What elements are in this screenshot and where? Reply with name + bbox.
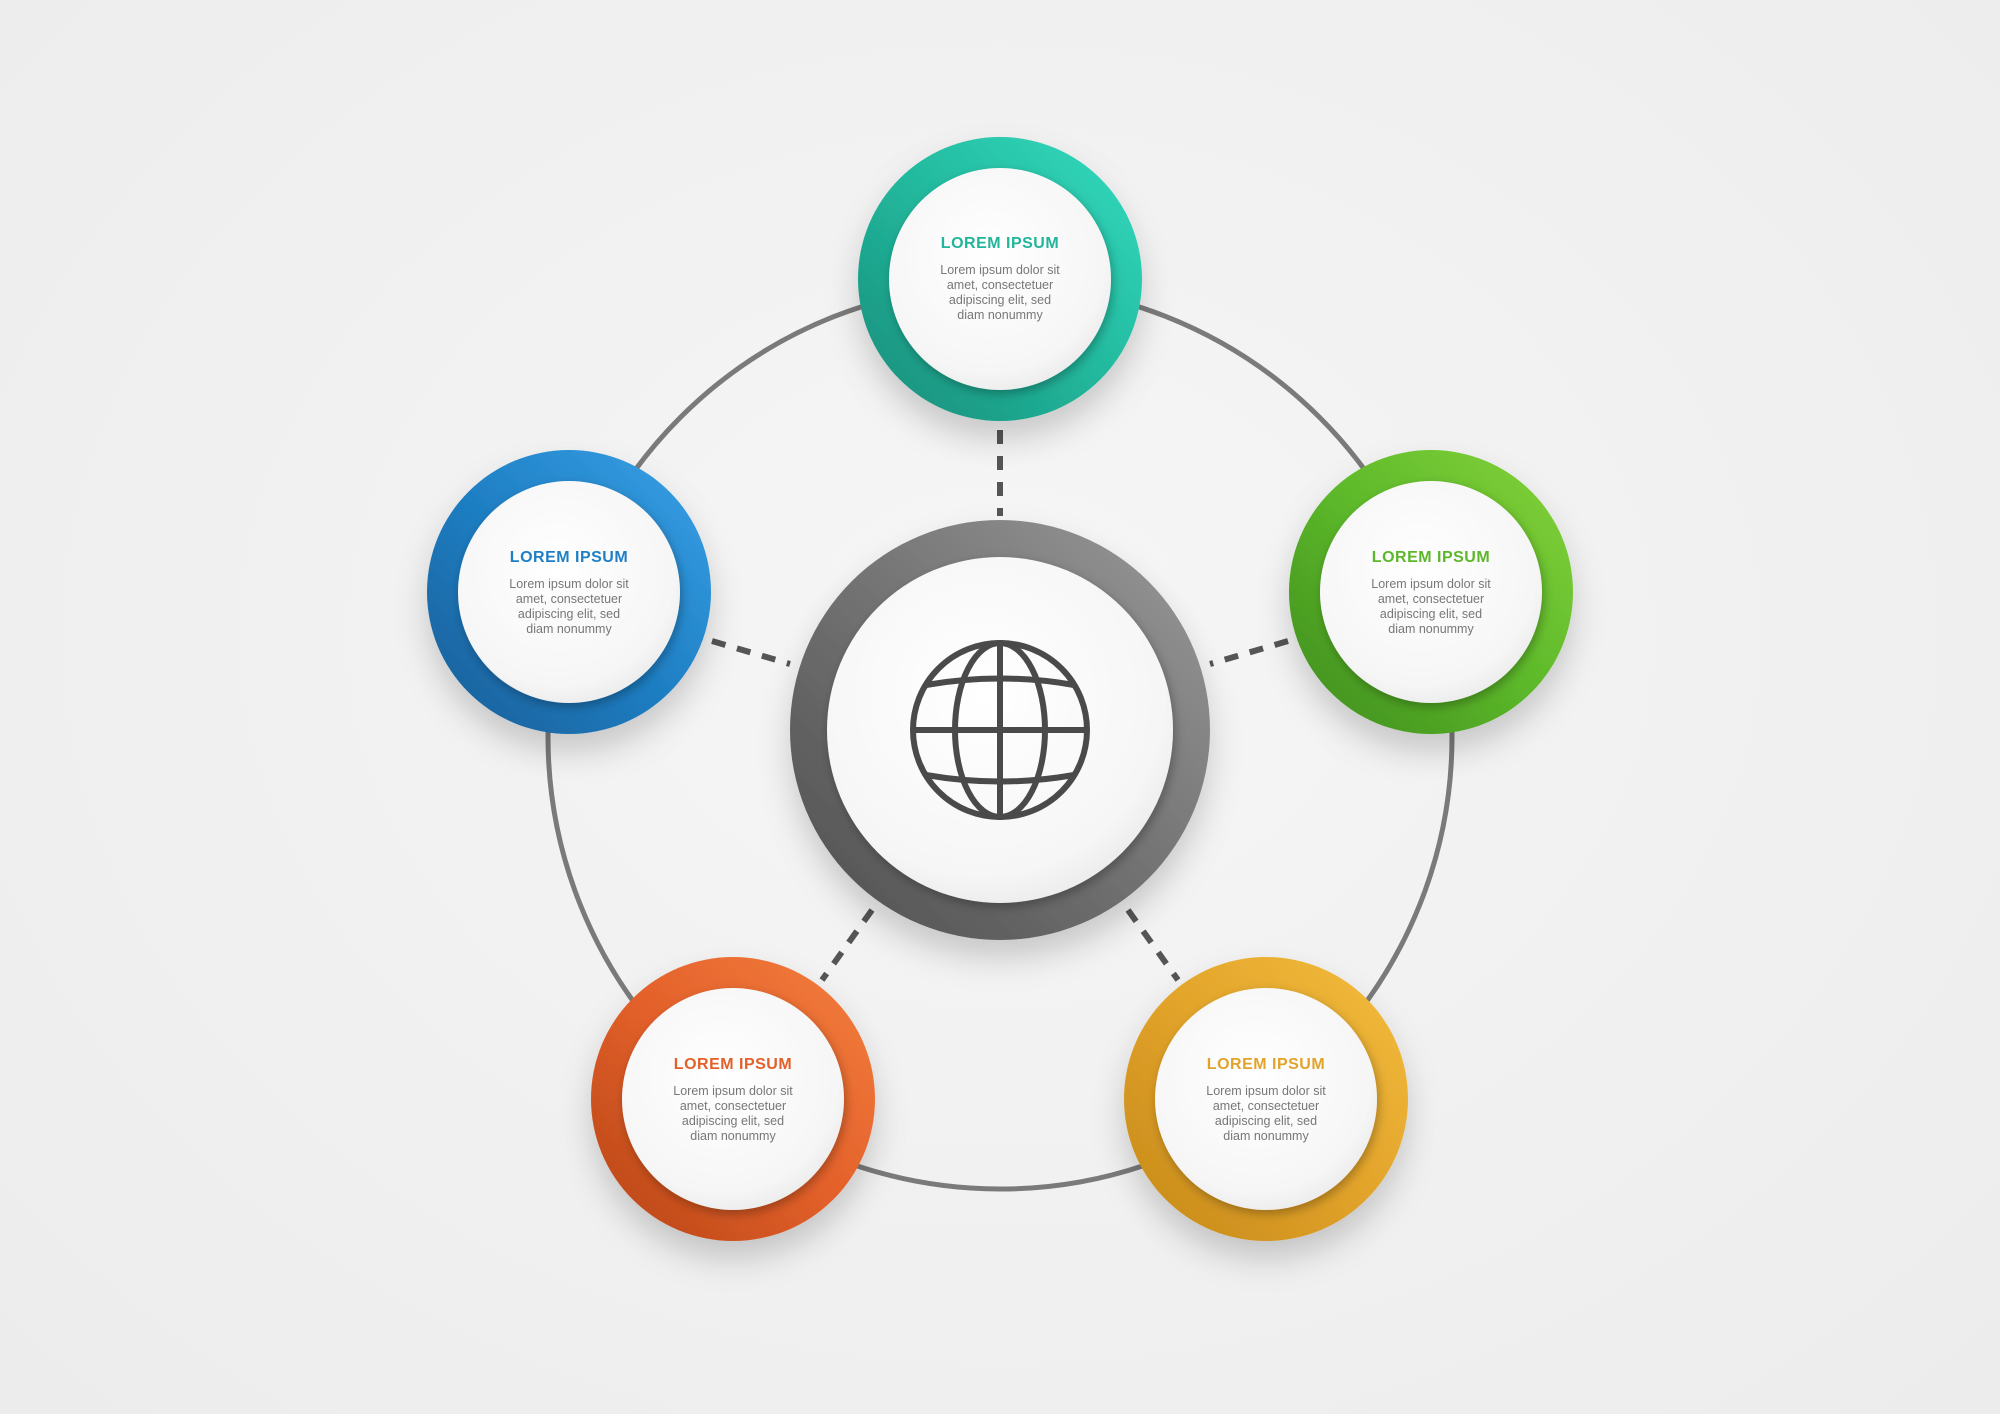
node-left-circle (427, 450, 711, 734)
center-hub (790, 520, 1210, 940)
node-right-body-line: Lorem ipsum dolor sit (1371, 577, 1491, 591)
node-right-body-line: diam nonummy (1388, 622, 1474, 636)
node-right-text: LOREM IPSUM Lorem ipsum dolor sit amet, … (1331, 549, 1531, 637)
node-bottom-right-text: LOREM IPSUM Lorem ipsum dolor sit amet, … (1166, 1056, 1366, 1144)
node-left-body-line: diam nonummy (526, 622, 612, 636)
connector-bottom-right (1125, 908, 1181, 982)
node-bottom-left-circle (591, 957, 875, 1241)
node-bottom-right-circle (1124, 957, 1408, 1241)
node-right-body-line: adipiscing elit, sed (1379, 607, 1483, 621)
node-top-text: LOREM IPSUM Lorem ipsum dolor sit amet, … (900, 235, 1100, 323)
node-bottom-right-title: LOREM IPSUM (1206, 1056, 1326, 1073)
node-left-text: LOREM IPSUM Lorem ipsum dolor sit amet, … (469, 549, 669, 637)
node-bottom-left-body-line: Lorem ipsum dolor sit (673, 1084, 793, 1098)
node-bottom-left-body-line: adipiscing elit, sed (681, 1114, 785, 1128)
node-right-circle (1289, 450, 1573, 734)
node-bottom-left-body-line: diam nonummy (690, 1129, 776, 1143)
node-right-title: LOREM IPSUM (1371, 549, 1491, 566)
node-top-title: LOREM IPSUM (940, 235, 1060, 252)
node-bottom-right-body-line: amet, consectetuer (1212, 1099, 1320, 1113)
globe-icon (910, 640, 1090, 820)
node-left-title: LOREM IPSUM (509, 549, 629, 566)
node-bottom-right-body-line: Lorem ipsum dolor sit (1206, 1084, 1326, 1098)
connector-bottom-left (819, 908, 875, 982)
node-bottom-left-text: LOREM IPSUM Lorem ipsum dolor sit amet, … (633, 1056, 833, 1144)
node-left-disc (458, 481, 680, 703)
node-bottom-left-disc (622, 988, 844, 1210)
node-top-body-line: amet, consectetuer (946, 278, 1054, 292)
node-left-body-line: Lorem ipsum dolor sit (509, 577, 629, 591)
node-bottom-right-disc (1155, 988, 1377, 1210)
node-left-body-line: amet, consectetuer (515, 592, 623, 606)
connector-left (711, 638, 791, 667)
node-top-disc (889, 168, 1111, 390)
node-left-body-line: adipiscing elit, sed (517, 607, 621, 621)
node-top-body-line: diam nonummy (957, 308, 1043, 322)
node-bottom-left-title: LOREM IPSUM (673, 1056, 793, 1073)
dashed-connectors (711, 430, 1289, 982)
node-top-circle (858, 137, 1142, 421)
node-right-disc (1320, 481, 1542, 703)
connector-right (1209, 638, 1289, 667)
node-right-body-line: amet, consectetuer (1377, 592, 1485, 606)
node-bottom-left-body-line: amet, consectetuer (679, 1099, 787, 1113)
node-top-body-line: Lorem ipsum dolor sit (940, 263, 1060, 277)
node-bottom-right-body-line: diam nonummy (1223, 1129, 1309, 1143)
node-top-body-line: adipiscing elit, sed (948, 293, 1052, 307)
node-bottom-right-body-line: adipiscing elit, sed (1214, 1114, 1318, 1128)
